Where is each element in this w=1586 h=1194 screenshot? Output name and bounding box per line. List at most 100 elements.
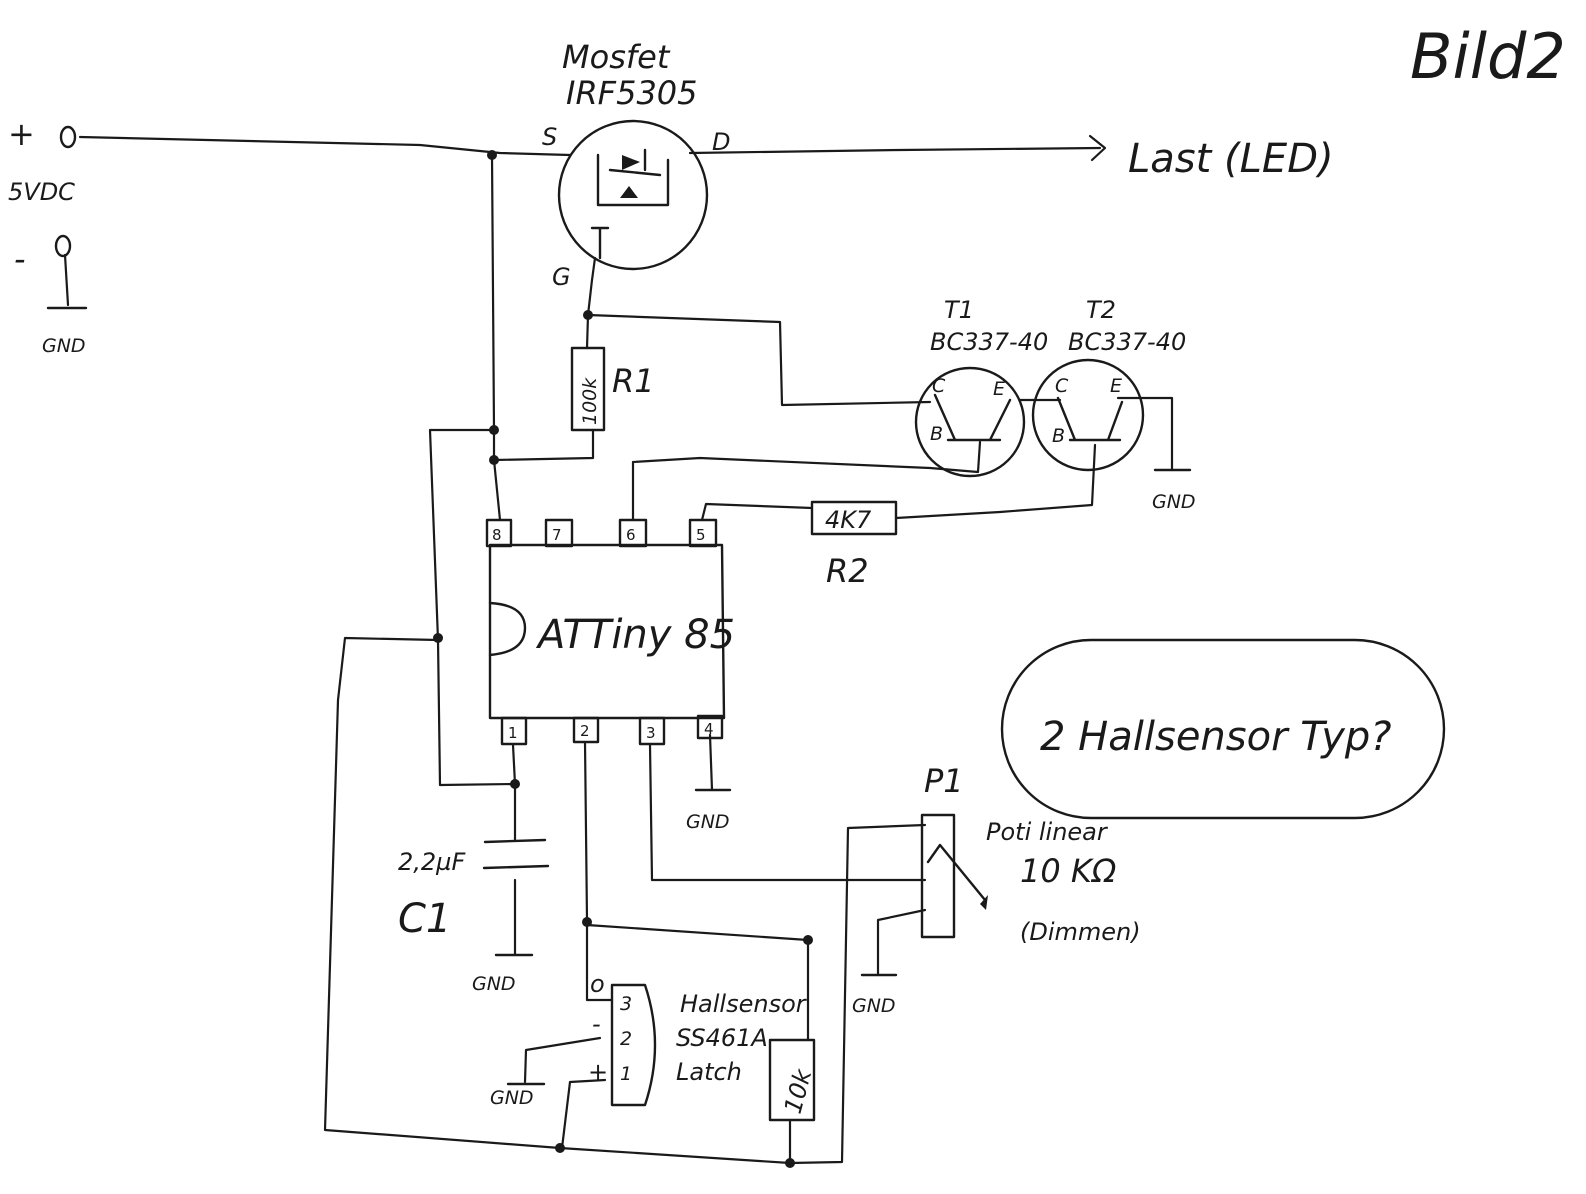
hall-body (610, 983, 657, 1107)
ic-pin-label: 3 (646, 724, 656, 742)
ic-pin-label: 2 (580, 722, 590, 740)
mosfet-gate-label: G (552, 263, 571, 291)
ic-pin-label: 4 (704, 720, 714, 738)
junction-dot (487, 150, 497, 160)
r2-value-label: 4K7 (825, 506, 872, 534)
ic-pin-label: 7 (552, 526, 562, 544)
pullup-value-label: 10k (779, 1065, 818, 1116)
junction-dot (583, 310, 593, 320)
pullup-body (768, 1038, 816, 1122)
hall-pin-plus: + (588, 1058, 608, 1086)
r1-body (570, 346, 606, 432)
ic-pin-label: 6 (626, 526, 636, 544)
r1-label: R1 (612, 362, 655, 400)
junction-dot (433, 633, 443, 643)
junction-dot (489, 455, 499, 465)
page-title: Bild2 (1410, 20, 1566, 93)
hall-pin-label: 1 (620, 1063, 632, 1085)
hall-pin-label: 3 (620, 993, 632, 1015)
note-text: 2 Hallsensor Typ? (1040, 714, 1392, 760)
t2-collector-label: C (1055, 375, 1069, 397)
supply-terminals: + 5VDC - GND (8, 115, 88, 357)
t2-ground: GND (1152, 468, 1196, 513)
ic-pin-label: 5 (696, 526, 706, 544)
ic-name-label: ATTiny 85 (535, 612, 735, 658)
t1-base-label: B (930, 423, 943, 445)
gnd-label: GND (490, 1087, 534, 1109)
hall-pin-label: 2 (620, 1028, 632, 1050)
p1-desc3: (Dimmen) (1020, 918, 1141, 946)
junction-dot (510, 779, 520, 789)
junction-dot (582, 917, 592, 927)
p1-body (920, 813, 956, 939)
resistor-pullup: 10k (768, 1038, 818, 1122)
hall-pin-o: o (590, 970, 605, 998)
diode-arrow-icon (620, 186, 638, 198)
supply-minus-label: - (14, 240, 26, 278)
r1-value-label: 100k (579, 377, 601, 425)
p1-desc1: Poti linear (986, 818, 1109, 846)
t2-part-label: BC337-40 (1068, 328, 1186, 356)
mosfet-body (557, 119, 709, 271)
hall-line3: Latch (676, 1058, 742, 1086)
t2-name-label: T2 (1086, 296, 1116, 324)
supply-plus-terminal (59, 125, 77, 149)
supply-plus-label: + (8, 115, 35, 153)
ic-pin-label: 8 (492, 526, 502, 544)
junction-dots (433, 150, 813, 1168)
mosfet: Mosfet IRF5305 S D G (542, 38, 730, 291)
hall-line1: Hallsensor (680, 990, 808, 1018)
junction-dot (555, 1143, 565, 1153)
c1-plate (482, 864, 550, 870)
t1-name-label: T1 (944, 296, 974, 324)
note-bubble: 2 Hallsensor Typ? (1000, 638, 1446, 820)
attiny85-ic: ATTiny 85 8 7 6 5 1 2 3 4 (485, 518, 735, 746)
hall-line2: SS461A (676, 1024, 768, 1052)
hall-sensor: 3 2 1 o - + Hallsensor SS461A Latch GND (490, 970, 808, 1109)
t2-base-label: B (1052, 425, 1065, 447)
junction-dot (489, 425, 499, 435)
mosfet-source-label: S (542, 123, 557, 151)
c1-value-label: 2,2µF (398, 848, 466, 876)
resistor-r2: 4K7 R2 (810, 500, 898, 590)
junction-dot (803, 935, 813, 945)
ic-notch (488, 601, 527, 657)
p1-desc2: 10 KΩ (1020, 852, 1117, 890)
transistor-t2: T2 BC337-40 C E B (1031, 296, 1186, 472)
resistor-r1: 100k R1 (570, 346, 655, 432)
capacitor-c1: 2,2µF C1 GND (398, 838, 550, 995)
t1-part-label: BC337-40 (930, 328, 1048, 356)
c1-plate (483, 838, 547, 844)
r2-label: R2 (826, 552, 869, 590)
junction-dot (785, 1158, 795, 1168)
t1-collector-label: C (932, 375, 946, 397)
gnd-label: GND (472, 973, 516, 995)
gnd-label: GND (852, 995, 896, 1017)
mosfet-type-label: Mosfet (562, 38, 671, 76)
t2-emitter-label: E (1110, 375, 1122, 397)
mosfet-part-label: IRF5305 (566, 74, 698, 112)
r2-body (810, 500, 898, 536)
mosfet-drain-label: D (712, 128, 730, 156)
c1-label: C1 (398, 896, 451, 942)
gnd-label: GND (686, 811, 730, 833)
p1-wiper (926, 843, 987, 902)
supply-minus-terminal (54, 234, 72, 258)
note-outline (1000, 638, 1446, 820)
load-label: Last (LED) (1128, 136, 1334, 182)
t1-emitter-label: E (993, 378, 1005, 400)
gnd-label: GND (42, 335, 86, 357)
supply-voltage-label: 5VDC (8, 178, 75, 206)
arrow-icon (980, 895, 988, 910)
diode-arrow-icon (622, 155, 640, 170)
ic-pin-label: 1 (508, 724, 518, 742)
gnd-label: GND (1152, 491, 1196, 513)
transistor-t1: T1 BC337-40 C E B (914, 296, 1048, 478)
hall-pin-minus: - (592, 1010, 601, 1038)
t2-body (1031, 358, 1145, 472)
pin4-ground: GND (686, 788, 732, 833)
t1-body (914, 366, 1026, 478)
potentiometer-p1: P1 Poti linear 10 KΩ (Dimmen) GND (852, 762, 1141, 1017)
p1-label: P1 (924, 762, 964, 800)
